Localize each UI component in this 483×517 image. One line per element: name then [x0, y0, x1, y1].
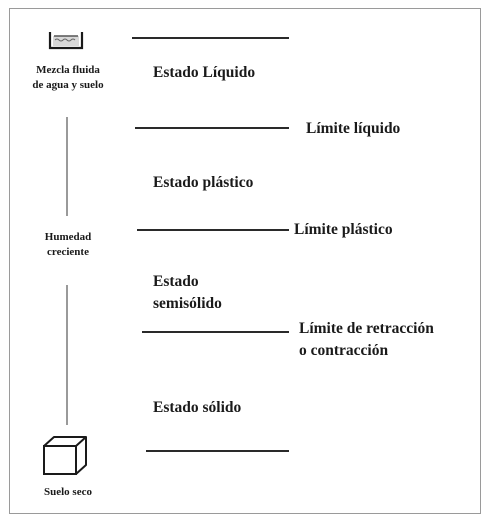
- label-dry-soil: Suelo seco: [44, 486, 92, 498]
- limit-plastic: Límite plástico: [294, 221, 393, 238]
- moisture-axis-upper: [66, 117, 68, 216]
- limit-shrinkage-line-2: o contracción: [299, 342, 389, 359]
- shrinkage-limit-line: [142, 331, 289, 333]
- label-increasing-moisture-line-2: creciente: [47, 246, 89, 258]
- state-plastic: Estado plástico: [153, 174, 254, 191]
- label-fluid-mix-line-2: de agua y suelo: [32, 79, 104, 91]
- liquid-limit-line: [135, 127, 289, 129]
- state-semisolid-line-2: semisólido: [153, 295, 222, 312]
- boundary-bottom-line: [146, 450, 289, 452]
- state-semisolid-line-1: Estado: [153, 273, 199, 290]
- label-fluid-mix-line-1: Mezcla fluida: [36, 64, 100, 76]
- boundary-top-line: [132, 37, 289, 39]
- dry-soil-cube-icon: [43, 436, 87, 475]
- limit-shrinkage: Límite de retracción o contracción: [299, 318, 434, 362]
- label-increasing-moisture: Humedad creciente: [13, 230, 123, 260]
- label-increasing-moisture-line-1: Humedad: [44, 231, 92, 243]
- water-soil-container-icon: [48, 32, 84, 50]
- label-fluid-mix: Mezcla fluida de agua y suelo: [13, 63, 123, 93]
- state-semisolid: Estado semisólido: [153, 271, 222, 315]
- state-solid: Estado sólido: [153, 399, 242, 416]
- plastic-limit-line: [137, 229, 289, 231]
- state-liquid: Estado Líquido: [153, 64, 256, 81]
- limit-liquid: Límite líquido: [306, 120, 401, 137]
- limit-shrinkage-line-1: Límite de retracción: [299, 320, 434, 337]
- diagram-frame: [9, 8, 481, 514]
- moisture-axis-lower: [66, 285, 68, 425]
